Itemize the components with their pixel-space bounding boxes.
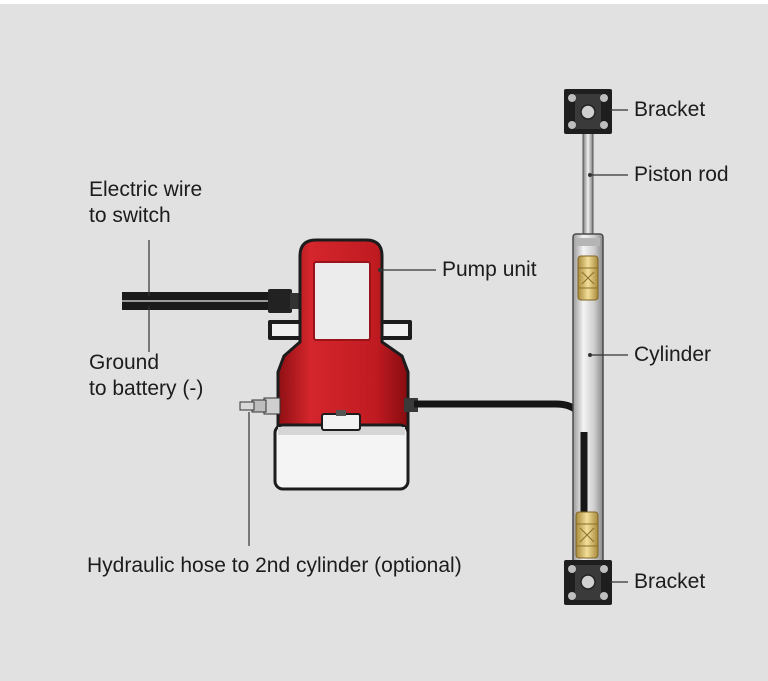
piston-rod-label: Piston rod bbox=[634, 163, 729, 186]
electric-wire-label-line-2: to switch bbox=[89, 204, 171, 227]
electric-wire-label: Electric wire to switch bbox=[89, 177, 202, 229]
cylinder-label: Cylinder bbox=[634, 343, 712, 366]
lower-fitting bbox=[575, 511, 599, 559]
hydraulic-hose-label: Hydraulic hose to 2nd cylinder (optional… bbox=[87, 554, 462, 577]
ground-label: Ground to battery (-) bbox=[89, 350, 203, 402]
top-bracket bbox=[564, 89, 612, 134]
pump-unit bbox=[239, 238, 418, 491]
hydraulic-hose bbox=[414, 400, 588, 540]
bracket-top-label: Bracket bbox=[634, 98, 706, 121]
electric-wire-label-line-1: Electric wire bbox=[89, 178, 203, 201]
electric-wire bbox=[122, 289, 300, 313]
piston-rod bbox=[582, 117, 594, 241]
pump-unit-label: Pump unit bbox=[442, 258, 537, 281]
ground-label-line-1: Ground bbox=[89, 351, 160, 374]
bottom-bracket bbox=[564, 560, 612, 605]
upper-fitting bbox=[577, 255, 599, 301]
ground-label-line-2: to battery (-) bbox=[89, 377, 204, 400]
bracket-bottom-label: Bracket bbox=[634, 570, 706, 593]
